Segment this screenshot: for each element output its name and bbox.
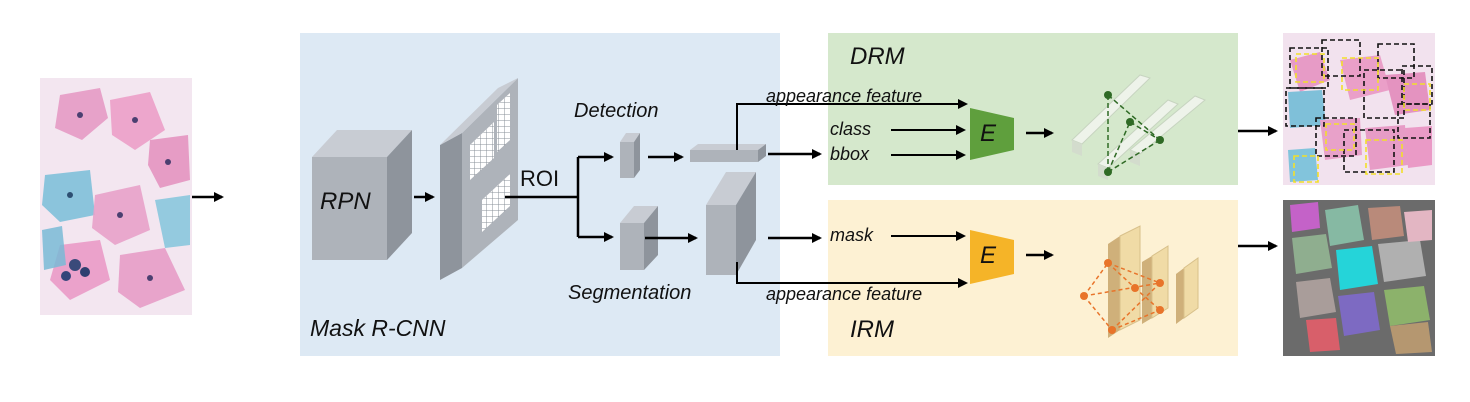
irm-input-arrows — [736, 231, 968, 288]
irm-panel — [828, 200, 1238, 356]
roi-connector — [505, 152, 614, 242]
drm-encoder — [970, 108, 1014, 160]
irm-appearance-feature-label: appearance feature — [766, 284, 923, 304]
detection-block — [620, 133, 640, 178]
irm-mask-label: mask — [830, 225, 874, 245]
irm-relation-graph — [1080, 225, 1199, 338]
detection-feature-bar — [690, 144, 766, 162]
drm-title: DRM — [850, 43, 905, 70]
irm-title: IRM — [850, 316, 894, 343]
segmentation-label: Segmentation — [568, 282, 692, 304]
drm-appearance-feature-label: appearance feature — [766, 86, 923, 106]
drm-encoder-label: E — [980, 120, 997, 147]
detection-label: Detection — [574, 100, 659, 122]
segmentation-block-large — [706, 172, 756, 275]
drm-class-label: class — [830, 119, 872, 139]
mask-rcnn-title: Mask R-CNN — [310, 315, 446, 341]
drm-input-arrows — [736, 99, 968, 160]
rpn-label: RPN — [320, 188, 371, 215]
detection-output-image — [1283, 33, 1435, 185]
rpn-block — [312, 130, 412, 260]
irm-encoder — [970, 230, 1014, 284]
drm-relation-graph — [1071, 74, 1206, 180]
segmentation-output-image — [1283, 200, 1435, 356]
irm-encoder-label: E — [980, 242, 997, 269]
input-cell-image — [40, 78, 192, 315]
roi-label: ROI — [520, 166, 560, 191]
drm-bbox-label: bbox — [830, 144, 870, 164]
feature-map — [440, 78, 518, 280]
